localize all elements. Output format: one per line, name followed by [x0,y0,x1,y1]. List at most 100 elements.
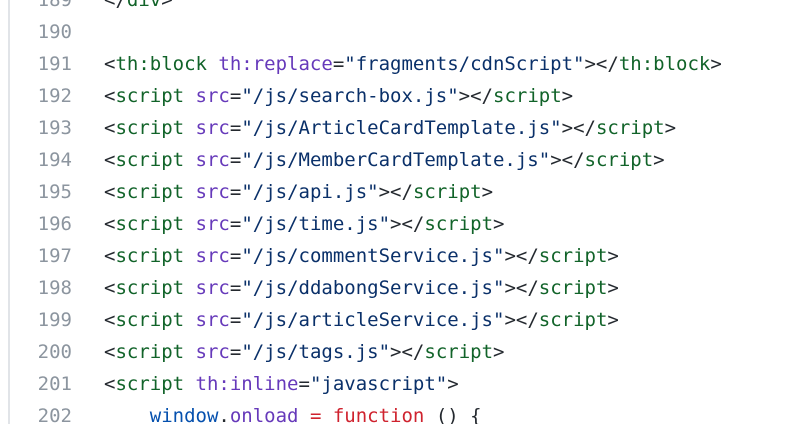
code-punctuation: > [653,149,665,171]
code-line: 202 window.onload = function () { [0,400,812,424]
code-punctuation: = [332,53,345,75]
code-punctuation [184,117,195,139]
line-number: 189 [37,0,72,11]
code-attribute: src [195,181,230,203]
code-punctuation [184,149,195,171]
line-number: 196 [37,213,72,235]
code-punctuation [184,277,195,299]
code-line: 198<script src="/js/ddabongService.js"><… [0,272,812,304]
code-punctuation: = [229,213,242,235]
code-line: 196<script src="/js/time.js"></script> [0,208,812,240]
code-line: 189 </div> [0,0,812,16]
code-string: "/js/search-box.js" [241,85,459,107]
code-string: "/js/MemberCardTemplate.js" [241,149,551,171]
code-punctuation: ></ [390,213,425,235]
code-punctuation [321,405,332,424]
code-text: <script src="/js/time.js"></script> [104,208,504,240]
code-punctuation: </ [104,0,127,11]
code-attribute: src [195,277,230,299]
code-attribute: src [195,341,230,363]
code-text: <script src="/js/ddabongService.js"></sc… [104,272,619,304]
code-punctuation: = [229,117,242,139]
code-string: "/js/commentService.js" [241,245,505,267]
code-punctuation: > [607,277,619,299]
code-punctuation [184,245,195,267]
code-line: 195<script src="/js/api.js"></script> [0,176,812,208]
code-punctuation [104,405,150,424]
code-attribute: src [195,309,230,331]
line-number: 190 [37,21,72,43]
code-punctuation: ></ [504,245,539,267]
code-string: "javascript" [309,373,448,395]
code-line: 191 < th:block th:replace="fragments/cdnSc… [0,48,812,80]
line-number: 194 [37,149,72,171]
code-text: <script src="/js/commentService.js"></sc… [104,240,619,272]
code-line: 200<script src="/js/tags.js"></script> [0,336,812,368]
line-number: 195 [37,181,72,203]
code-punctuation: > [481,181,494,203]
code-text: <script src="/js/search-box.js"></script… [104,80,573,112]
code-string: "/js/ArticleCardTemplate.js" [241,117,562,139]
code-identifier: window [149,405,219,424]
code-operator: = [309,405,322,424]
code-string: "/js/tags.js" [241,341,391,363]
code-tag-name: script [595,117,665,139]
code-string: "fragments/cdnScript" [344,53,585,75]
code-text: <script src="/js/MemberCardTemplate.js">… [104,144,665,176]
code-tag-name: script [115,213,185,235]
code-punctuation: ></ [458,85,493,107]
code-tag-name: script [115,373,185,395]
code-punctuation: > [561,85,574,107]
code-attribute: th:replace [218,53,333,75]
line-number: 198 [37,277,72,299]
code-punctuation: > [447,373,459,395]
code-punctuation [207,53,218,75]
code-tag-name: script [115,149,185,171]
code-tag-name: th:block [618,53,711,75]
code-punctuation: ></ [504,277,539,299]
code-punctuation [184,373,195,395]
code-text: window.onload = function () { [104,400,482,424]
code-punctuation: < [104,373,116,395]
code-punctuation: ></ [504,309,539,331]
code-tag-name: script [115,277,185,299]
code-punctuation: = [229,149,242,171]
code-punctuation [184,309,195,331]
code-punctuation: = [229,341,242,363]
code-tag-name: script [115,309,185,331]
code-text: < th:block th:replace="fragments/cdnScrip… [104,48,722,80]
line-number: 192 [37,85,72,107]
code-punctuation: . [218,405,230,424]
code-punctuation: > [664,117,677,139]
code-attribute: src [195,149,230,171]
code-attribute: th:inline [195,373,299,395]
code-punctuation: < [104,309,116,331]
code-punctuation: < [104,277,116,299]
code-text: <script src="/js/articleService.js"></sc… [104,304,619,336]
code-punctuation: ></ [584,53,619,75]
code-punctuation: ></ [378,181,413,203]
code-tag-name: script [115,245,185,267]
line-number: 197 [37,245,72,267]
code-string: "/js/time.js" [241,213,391,235]
code-tag-name: script [424,341,494,363]
code-punctuation: > [710,53,722,75]
code-punctuation: < [104,149,116,171]
gutter-border [8,0,10,424]
code-punctuation: = [229,85,242,107]
code-tag-name: script [538,245,608,267]
code-tag-name: script [115,117,185,139]
code-tag-name: script [115,341,185,363]
code-punctuation: < [104,53,116,75]
code-line: 194 <script src="/js/MemberCardTemplate.j… [0,144,812,176]
code-punctuation: < [104,213,116,235]
code-text: </div> [104,0,173,16]
code-tag-name: script [493,85,562,107]
code-punctuation: ></ [550,149,585,171]
line-number: 191 [37,53,72,75]
code-tag-name: script [538,309,608,331]
line-number: 202 [37,405,72,424]
code-punctuation: = [229,181,242,203]
code-punctuation: = [229,245,242,267]
code-line: 197 <script src="/js/commentService.js"><… [0,240,812,272]
